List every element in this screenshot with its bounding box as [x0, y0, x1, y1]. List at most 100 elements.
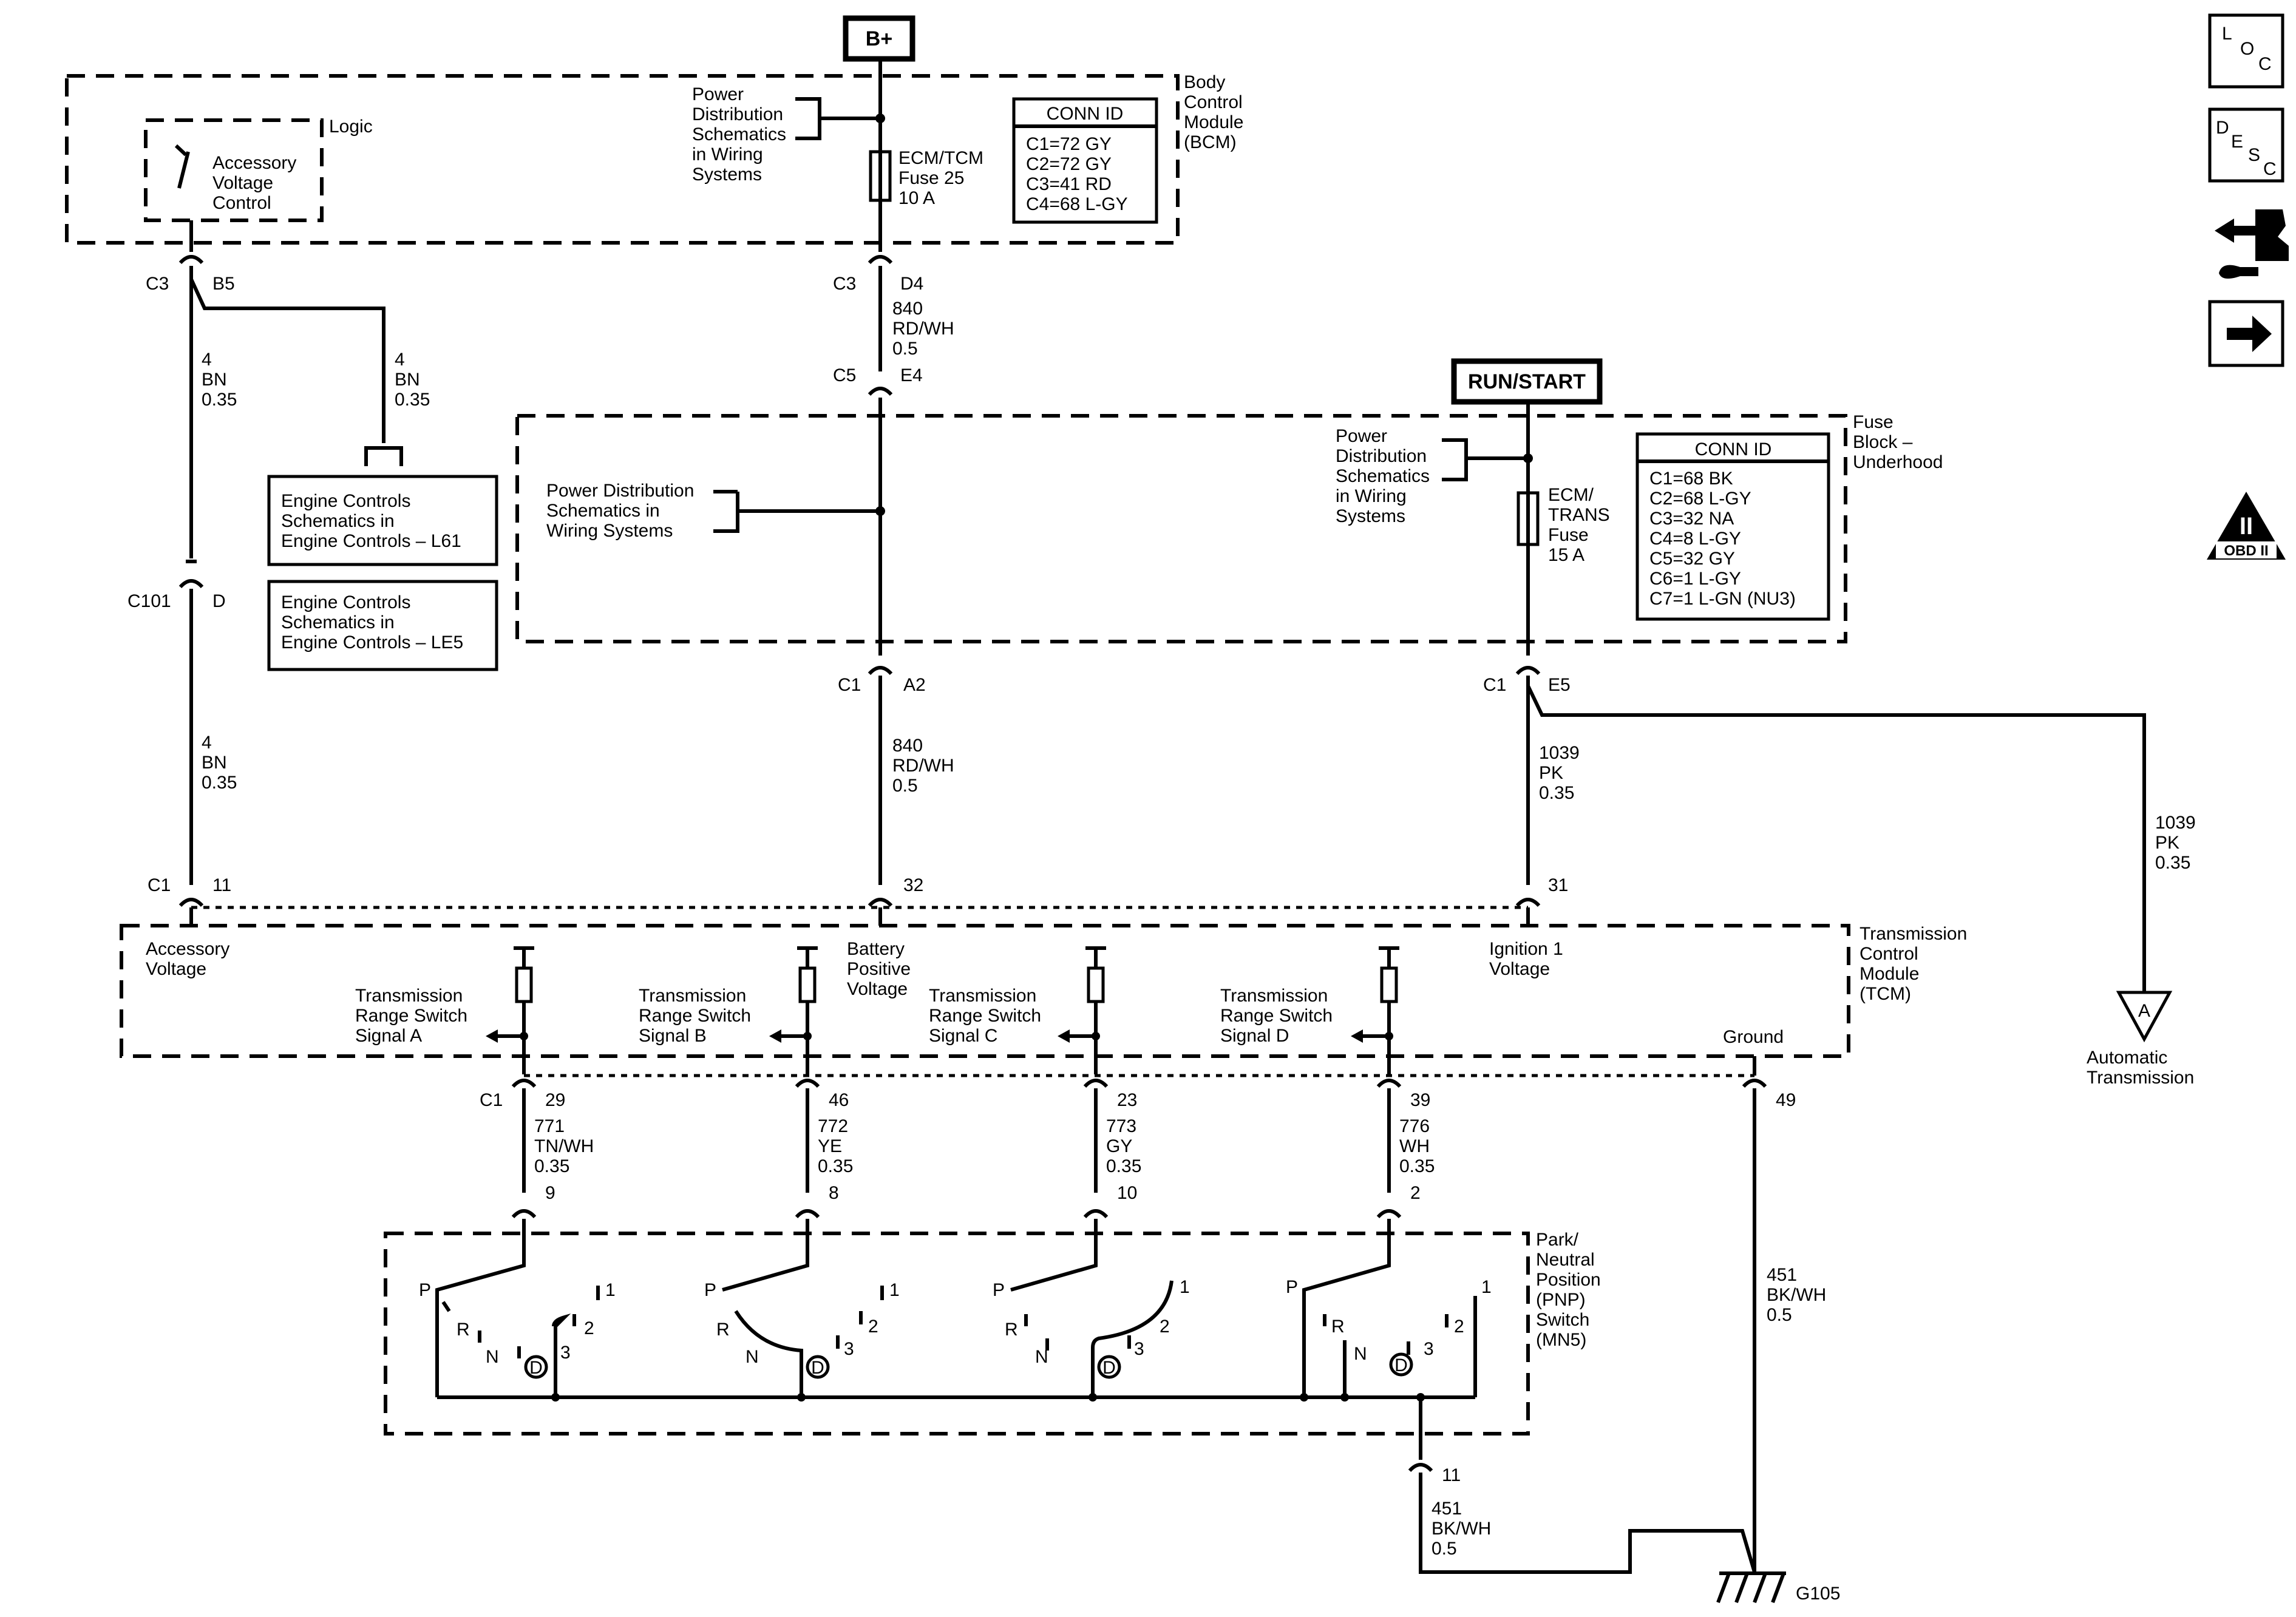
svg-text:R: R: [1331, 1317, 1345, 1337]
c3-label: C3: [146, 274, 169, 294]
svg-text:C5: C5: [833, 365, 856, 385]
svg-text:A2: A2: [903, 675, 926, 695]
svg-text:A: A: [2138, 1001, 2150, 1021]
svg-text:D: D: [1394, 1355, 1408, 1375]
tcm-accessory-voltage-label: Accessory Voltage: [146, 939, 235, 979]
pk-tcm-wire-label: 1039 PK 0.35: [1539, 743, 1584, 803]
svg-text:N: N: [1354, 1344, 1367, 1364]
svg-text:E: E: [2231, 132, 2243, 152]
svg-text:2: 2: [1160, 1317, 1170, 1337]
svg-text:D: D: [1102, 1358, 1116, 1378]
g105-label: G105: [1796, 1584, 1840, 1604]
svg-text:3: 3: [560, 1343, 571, 1363]
accessory-voltage-circuit: C3 B5 4 BN 0.35 4 BN 0.35 C101 D 4 BN 0.…: [127, 220, 430, 885]
fuse-block-conn-list: C1=68 BK C2=68 L-GY C3=32 NA C4=8 L-GY C…: [1649, 469, 1796, 609]
fuse-block-underhood: Fuse Block – Underhood Power Distributio…: [515, 412, 1943, 643]
signal-c-input: Transmission Range Switch Signal C: [929, 946, 1106, 1074]
ground-g105-icon: G105: [1716, 1571, 1840, 1604]
svg-text:1: 1: [605, 1280, 616, 1300]
fuse-block-pds-left-label: Power Distribution Schematics in Wiring …: [546, 481, 699, 541]
svg-text:N: N: [746, 1347, 759, 1367]
svg-text:D4: D4: [900, 274, 923, 294]
svg-text:10: 10: [1117, 1183, 1137, 1203]
ecm-trans-fuse-label: ECM/ TRANS Fuse 15 A: [1548, 485, 1615, 565]
pnp-switch-label: Park/ Neutral Position (PNP) Switch (MN5…: [1536, 1230, 1606, 1350]
svg-text:Transmission Range Swi: Transmission Range Switch Signal A: [355, 986, 472, 1046]
svg-text:E4: E4: [900, 365, 923, 385]
svg-text:8: 8: [829, 1183, 839, 1203]
svg-text:CONN ID: CONN ID: [1047, 104, 1124, 124]
svg-text:D: D: [811, 1358, 824, 1378]
svg-text:32: 32: [903, 875, 923, 895]
next-arrow-icon[interactable]: [2208, 300, 2284, 367]
svg-text:46: 46: [829, 1090, 849, 1110]
svg-text:49: 49: [1776, 1090, 1796, 1110]
svg-text:D: D: [2216, 118, 2229, 138]
obd-ii-icon: II OBD II: [2207, 492, 2286, 560]
rdwh-lower-wire-label: 840 RD/WH 0.5: [892, 736, 959, 796]
svg-text:C1: C1: [1483, 675, 1506, 695]
svg-text:P: P: [1286, 1277, 1298, 1297]
engine-controls-l61-ref[interactable]: Engine Controls Schematics in Engine Con…: [267, 475, 498, 566]
loc-icon[interactable]: L O C: [2208, 13, 2284, 89]
tcm-battery-voltage-label: Battery Positive Voltage: [847, 939, 915, 999]
svg-text:B+: B+: [866, 27, 892, 50]
svg-text:1: 1: [889, 1280, 900, 1300]
engine-controls-le5-ref[interactable]: Engine Controls Schematics in Engine Con…: [267, 580, 498, 671]
svg-text:29: 29: [545, 1090, 565, 1110]
svg-text:11: 11: [212, 875, 231, 895]
automatic-transmission-ref-icon[interactable]: [2116, 991, 2173, 1043]
svg-text:Engine Controls Schemati: Engine Controls Schematics in Engine Con…: [281, 491, 461, 551]
svg-text:CONN ID: CONN ID: [1695, 439, 1772, 459]
svg-text:39: 39: [1410, 1090, 1430, 1110]
svg-text:C1: C1: [148, 875, 171, 895]
pnp-section-a: P R N D 3 2 1: [419, 1219, 616, 1402]
svg-text:S: S: [2248, 145, 2260, 165]
svg-text:C1: C1: [838, 675, 861, 695]
bcm-label: Body Control Module (BCM): [1184, 72, 1249, 152]
svg-text:N: N: [1035, 1347, 1048, 1367]
b5-label: B5: [212, 274, 235, 294]
svg-text:31: 31: [1548, 875, 1568, 895]
svg-text:P: P: [704, 1280, 716, 1300]
automatic-transmission-label: Automatic Transmission: [2087, 1048, 2194, 1088]
svg-text:2: 2: [868, 1317, 878, 1337]
svg-text:9: 9: [545, 1183, 555, 1203]
svg-text:1: 1: [1481, 1277, 1492, 1297]
bn-branch-wire-label: 4 BN 0.35: [395, 350, 430, 410]
bcm-conn-id-table: [1012, 97, 1158, 224]
c101-label: C101: [127, 591, 171, 611]
svg-text:2: 2: [584, 1318, 594, 1338]
fuse-block-pds-right-label: Power Distribution Schematics in Wiring …: [1336, 426, 1435, 526]
svg-text:2: 2: [1410, 1183, 1421, 1203]
tcm-label: Transmission Control Module (TCM): [1860, 924, 1972, 1004]
svg-text:O: O: [2240, 39, 2254, 59]
svg-text:11: 11: [1442, 1465, 1461, 1485]
svg-text:C1: C1: [480, 1090, 503, 1110]
fuse-block-conn-id-table: [1635, 432, 1830, 621]
svg-text:OBD II: OBD II: [2224, 543, 2268, 559]
signal-b-input: Transmission Range Switch Signal B: [639, 946, 818, 1074]
b-plus-source: B+: [843, 15, 915, 252]
ignition-circuit: C1 E5 1039 PK 0.35 1039 PK 0.35 A Automa…: [1483, 666, 2196, 1088]
pnp-section-d: P R N D 3 2 1: [1286, 1219, 1492, 1402]
bcm-pds-label: Power Distribution Schematics in Wiring …: [692, 84, 791, 185]
fuse-block-label: Fuse Block – Underhood: [1853, 412, 1943, 472]
svg-text:3: 3: [1134, 1339, 1144, 1359]
connector-tool-icon[interactable]: [2215, 209, 2289, 279]
transmission-control-module: Transmission Control Module (TCM) C1 11 …: [120, 875, 1972, 1110]
pnp-section-b: P R N D 3 2 1: [704, 1219, 900, 1402]
tcm-ground-label: Ground: [1723, 1027, 1784, 1047]
desc-icon[interactable]: D E S C: [2208, 107, 2284, 183]
logic-label: Logic: [329, 117, 373, 137]
svg-text:D: D: [529, 1358, 543, 1378]
tcm-ignition-voltage-label: Ignition 1 Voltage: [1489, 939, 1568, 979]
